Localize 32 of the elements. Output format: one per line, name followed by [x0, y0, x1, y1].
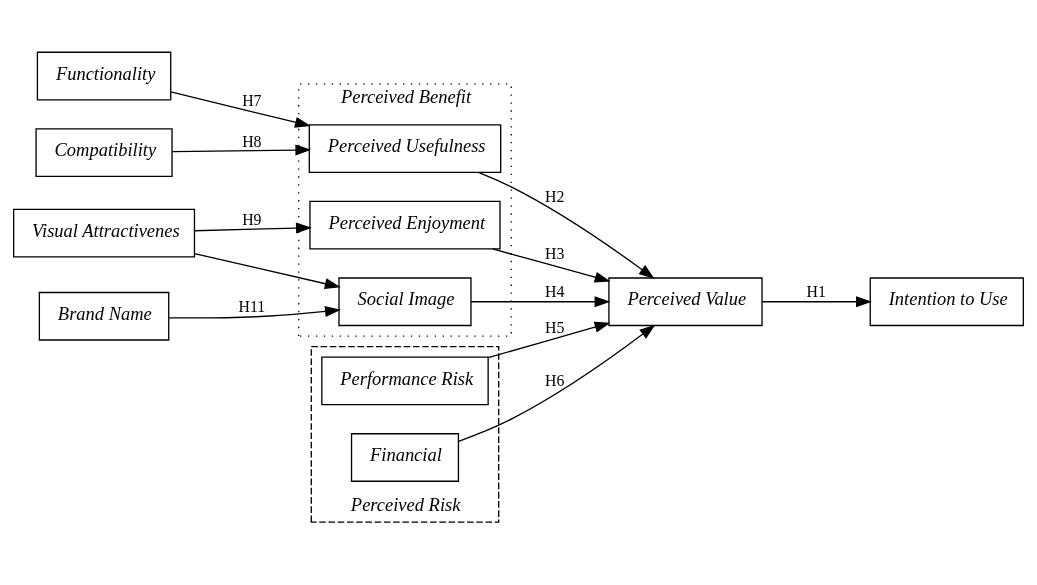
node-box: Perceived Enjoyment — [309, 200, 501, 250]
arrow — [457, 324, 656, 442]
arrow — [487, 321, 611, 359]
arrow — [478, 171, 655, 279]
node-box: Visual Attractivenes — [13, 208, 196, 258]
edge-label: H7 — [242, 91, 262, 109]
arrow — [193, 222, 312, 234]
node-box: Functionality — [36, 51, 172, 101]
node-box: Financial — [350, 433, 460, 482]
edge-label: H2 — [545, 188, 565, 206]
edge-label: H4 — [545, 283, 565, 301]
node-box: Brand Name — [38, 291, 170, 341]
arrow — [170, 91, 311, 128]
node-box: Perceived Value — [608, 277, 763, 327]
node-box: Perceived Usefulness — [308, 124, 502, 174]
arrow — [470, 296, 611, 308]
arrow — [171, 144, 312, 156]
arrow — [492, 248, 611, 283]
edge-label: H9 — [242, 210, 262, 228]
arrow — [193, 252, 341, 290]
edge-label: H6 — [545, 371, 565, 389]
edge-label: H5 — [545, 318, 565, 336]
node-box: Intention to Use — [869, 277, 1024, 327]
node-box: Compatibility — [35, 128, 173, 177]
edge-label: H8 — [242, 132, 262, 150]
node-box: Social Image — [338, 277, 472, 327]
edge-label: H11 — [238, 297, 266, 315]
edge-label: H1 — [806, 283, 826, 301]
node-box: Performance Risk — [321, 356, 489, 406]
edge-label: H3 — [545, 244, 565, 262]
arrow — [761, 296, 872, 308]
arrow — [168, 305, 341, 319]
